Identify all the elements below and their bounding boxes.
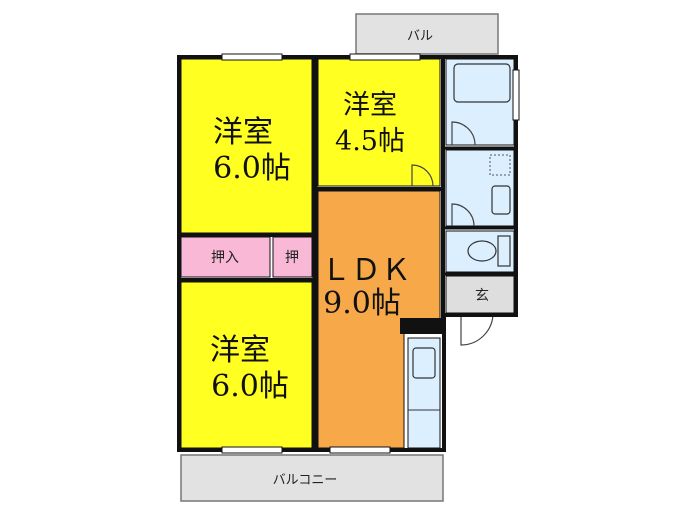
closet-large-label: 押入 bbox=[211, 250, 239, 266]
window-bottom-1 bbox=[221, 446, 283, 454]
entrance-label: 玄 bbox=[475, 287, 489, 304]
window-bottom-2 bbox=[329, 446, 391, 454]
wash-door-swing-icon bbox=[451, 203, 475, 227]
bath-door-swing-icon bbox=[451, 121, 476, 146]
toilet-icon bbox=[467, 240, 497, 262]
balcony-bottom-label: バルコニー bbox=[273, 473, 338, 488]
ldk-name: ＬＤＫ bbox=[321, 253, 411, 288]
room-lower-left-name: 洋室 bbox=[210, 333, 270, 368]
room-upper-left-size: 6.0帖 bbox=[213, 151, 291, 186]
kitchen-sink-icon bbox=[412, 347, 436, 379]
room-upper-mid-size: 4.5帖 bbox=[335, 126, 405, 157]
closet-small-label: 押 bbox=[285, 250, 299, 266]
window-top-1 bbox=[221, 53, 283, 61]
closet-small bbox=[272, 236, 313, 278]
pillar bbox=[400, 318, 442, 334]
room-upper-mid bbox=[317, 58, 441, 187]
balcony-top bbox=[355, 13, 499, 55]
room-lower-left-size: 6.0帖 bbox=[211, 369, 289, 404]
balcony-bottom bbox=[180, 454, 444, 502]
room-lower-left bbox=[180, 281, 313, 449]
toilet-tank bbox=[497, 235, 511, 267]
balcony-top-label: バル bbox=[407, 29, 433, 44]
washbasin-icon bbox=[491, 185, 511, 215]
room-upper-mid-name: 洋室 bbox=[343, 90, 397, 121]
entrance-door-swing-icon bbox=[460, 312, 494, 346]
door-swing-icon bbox=[411, 164, 434, 187]
window-top-2 bbox=[349, 53, 421, 61]
ldk-size: 9.0帖 bbox=[323, 286, 401, 321]
window-right-1 bbox=[512, 69, 520, 121]
room-upper-left-name: 洋室 bbox=[213, 115, 273, 150]
washing-machine-icon bbox=[489, 154, 511, 176]
bathtub-icon bbox=[453, 63, 511, 103]
